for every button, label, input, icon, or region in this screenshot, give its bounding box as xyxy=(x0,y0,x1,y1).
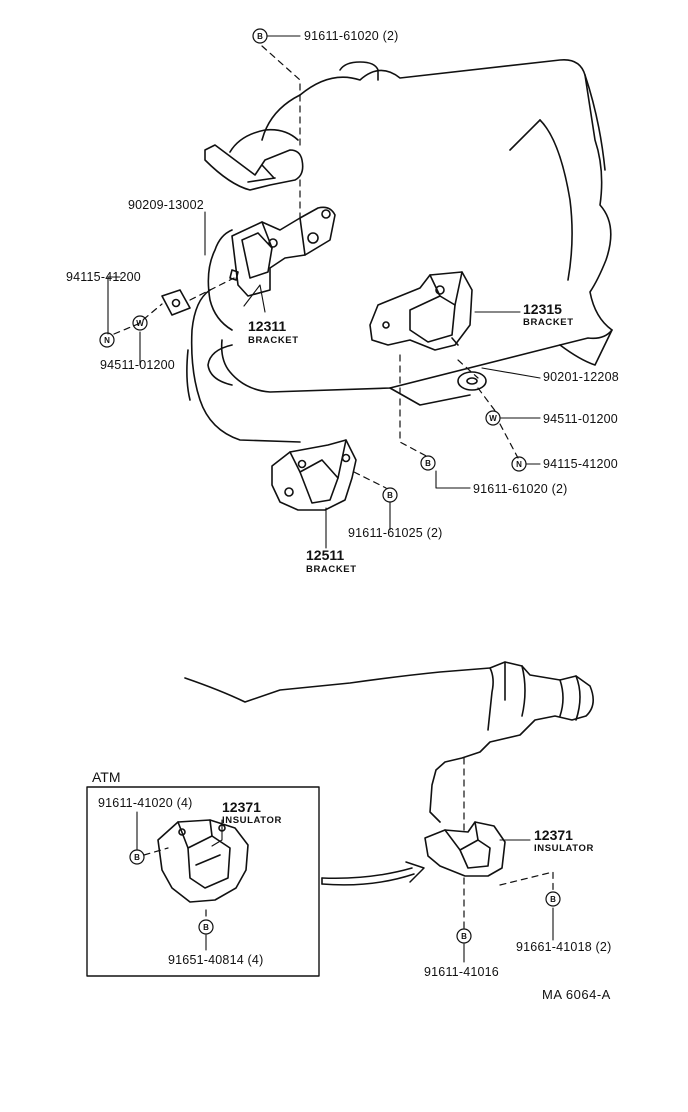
component-name-label: BRACKET xyxy=(523,317,574,328)
component-number-label: 12371 xyxy=(534,827,573,843)
engine-block-outline xyxy=(186,58,613,443)
symbol-n: N xyxy=(104,336,110,345)
bracket-12511-drawing xyxy=(271,439,357,511)
symbol-b: B xyxy=(257,32,263,41)
component-number-label: 12371 xyxy=(222,799,261,815)
part-number-label: 91611-61025 (2) xyxy=(348,526,443,540)
part-number-label: 90201-12208 xyxy=(543,370,619,384)
transmission-outline xyxy=(184,661,594,823)
component-name-label: BRACKET xyxy=(306,564,357,575)
symbol-w: W xyxy=(136,319,144,328)
symbol-w: W xyxy=(489,414,497,423)
atm-detail-box xyxy=(86,786,320,977)
part-number-label: 91611-41020 (4) xyxy=(98,796,193,810)
atm-title: ATM xyxy=(92,769,121,785)
part-number-label: 94511-01200 xyxy=(543,412,618,426)
part-number-label: 91611-41016 xyxy=(424,965,499,979)
part-number-label: 94115-41200 xyxy=(543,457,618,471)
symbol-b: B xyxy=(134,853,140,862)
bracket-12311-drawing xyxy=(161,206,336,316)
component-number-label: 12511 xyxy=(306,547,345,563)
symbol-b: B xyxy=(425,459,431,468)
part-number-label: 91651-40814 (4) xyxy=(168,953,264,967)
part-number-label: 91611-61020 (2) xyxy=(473,482,568,496)
bracket-12315-drawing xyxy=(369,271,487,391)
symbol-b: B xyxy=(550,895,556,904)
insulator-12371-right-drawing xyxy=(424,821,506,877)
part-number-label: 91661-41018 (2) xyxy=(516,940,612,954)
diagram-reference-code: MA 6064-A xyxy=(542,987,611,1002)
component-name-label: INSULATOR xyxy=(222,815,282,826)
insulator-12371-atm-drawing xyxy=(157,819,249,903)
symbol-b: B xyxy=(203,923,209,932)
transfer-arrow xyxy=(321,861,425,886)
component-number-label: 12311 xyxy=(248,318,287,334)
component-name-label: INSULATOR xyxy=(534,843,594,854)
part-number-label: 94115-41200 xyxy=(66,270,141,284)
component-number-label: 12315 xyxy=(523,301,562,317)
component-name-label: BRACKET xyxy=(248,335,299,346)
symbol-n: N xyxy=(516,460,522,469)
part-number-label: 94511-01200 xyxy=(100,358,175,372)
part-number-label: 91611-61020 (2) xyxy=(304,29,399,43)
symbol-b: B xyxy=(461,932,467,941)
symbol-b: B xyxy=(387,491,393,500)
part-number-label: 90209-13002 xyxy=(128,198,204,212)
